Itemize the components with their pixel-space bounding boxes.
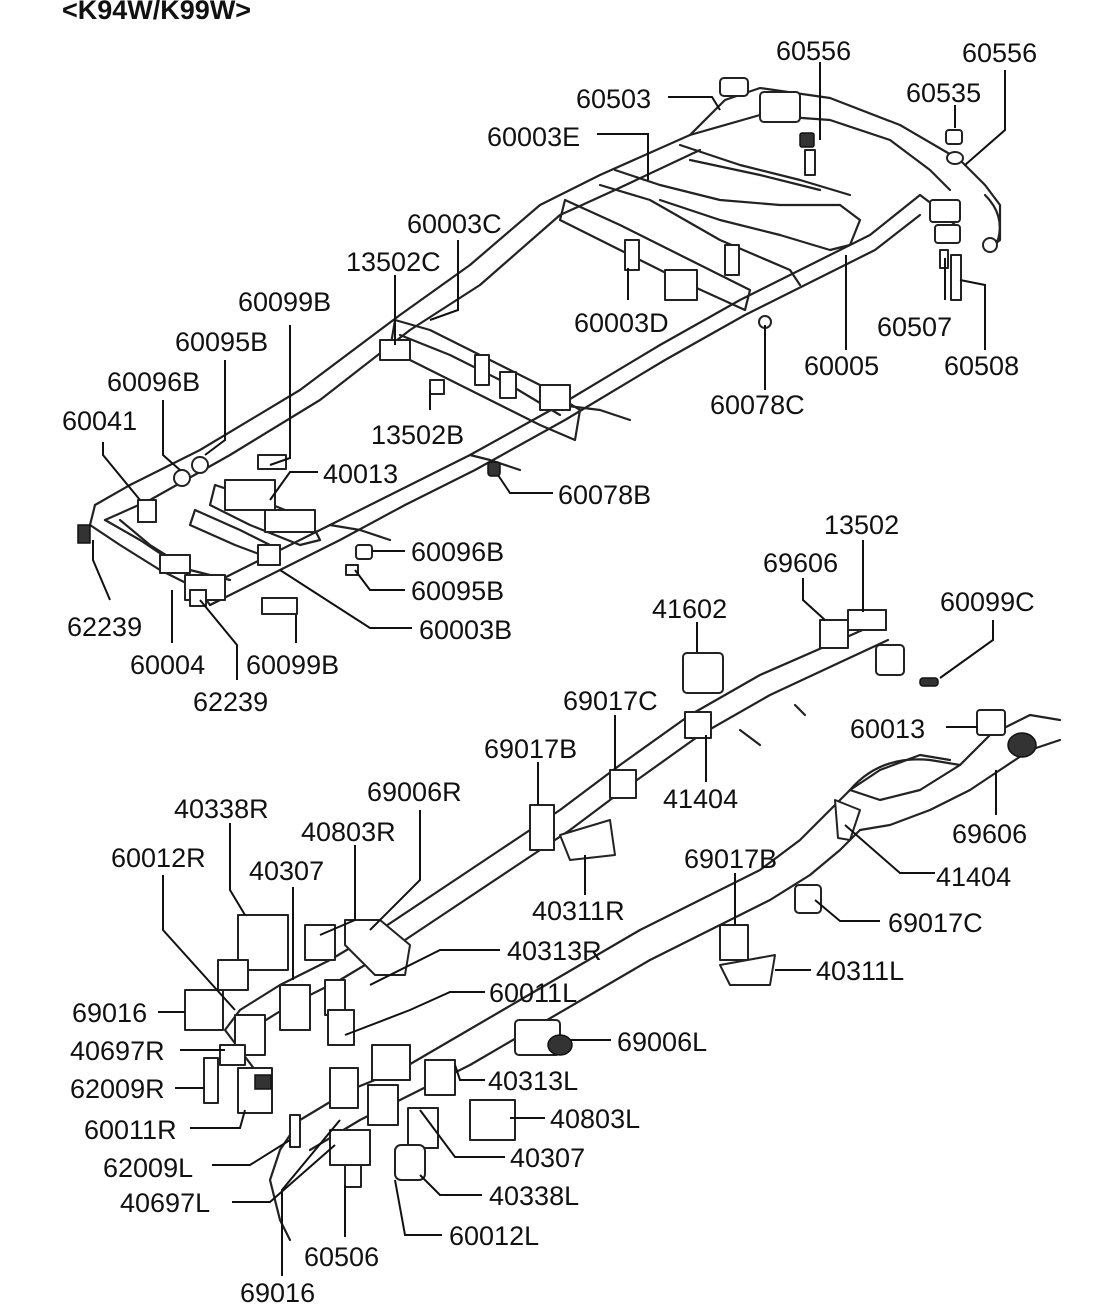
callout-label: 69606: [763, 548, 838, 578]
callout-label: 60095B: [411, 576, 504, 606]
callout-label: 69606: [952, 819, 1027, 849]
callout-label: 60012L: [449, 1221, 539, 1251]
callout-label: 40311L: [816, 956, 904, 986]
callout-label: 60096B: [411, 537, 504, 567]
callout-label: 69017B: [484, 734, 577, 764]
callout-label: 60012R: [111, 843, 206, 873]
callout-label: 60078B: [558, 480, 651, 510]
callout-label: 41602: [652, 594, 727, 624]
callout-label: 60096B: [107, 367, 200, 397]
diagram-title: <K94W/K99W>: [62, 0, 251, 25]
callout-label: 69006R: [367, 777, 462, 807]
callout-label: 40311R: [532, 896, 625, 926]
callout-label: 60099C: [940, 587, 1035, 617]
callout-label: 60013: [850, 714, 925, 744]
callout-label: 40697L: [120, 1188, 210, 1218]
callout-label: 60003C: [407, 209, 502, 239]
callout-label: 40697R: [70, 1036, 165, 1066]
lower-frame-drawing: [184, 609, 1062, 1242]
callout-label: 40013: [323, 459, 398, 489]
callout-label: 60099B: [246, 650, 339, 680]
callout-label: 41404: [663, 784, 738, 814]
callout-label: 40803R: [301, 817, 396, 847]
callout-label: 60507: [877, 312, 952, 342]
callout-label: 60503: [576, 84, 651, 114]
callout-label: 60003E: [487, 122, 580, 152]
callout-label: 60003B: [419, 615, 512, 645]
callout-label: 41404: [936, 862, 1011, 892]
callout-label: 40338R: [174, 794, 269, 824]
callout-label: 60508: [944, 351, 1019, 381]
callout-label: 69016: [240, 1278, 315, 1306]
callout-label: 13502B: [371, 420, 464, 450]
callout-label: 60004: [130, 650, 205, 680]
callout-label: 62239: [193, 687, 268, 717]
callout-label: 60535: [906, 78, 981, 108]
callout-label: 69006L: [617, 1027, 707, 1057]
callout-label: 60011R: [84, 1115, 177, 1145]
callout-label: 60099B: [238, 287, 331, 317]
callout-label: 60003D: [574, 308, 669, 338]
callout-label: 40313R: [507, 936, 602, 966]
callout-label: 40307: [510, 1143, 585, 1173]
callout-label: 60078C: [710, 390, 805, 420]
leader-lines: [92, 62, 1006, 1276]
callout-label: 62239: [67, 612, 142, 642]
callout-label: 69017C: [888, 908, 983, 938]
callout-label: 60556: [962, 38, 1037, 68]
callout-label: 60095B: [175, 327, 268, 357]
callout-label: 69016: [72, 998, 147, 1028]
callout-labels: 60556 60556 60503 60535 60003E 60003C 13…: [62, 36, 1037, 1306]
callout-label: 62009L: [103, 1153, 193, 1183]
callout-label: 40803L: [550, 1104, 640, 1134]
callout-label: 40338L: [489, 1181, 579, 1211]
callout-label: 60005: [804, 351, 879, 381]
callout-label: 60556: [776, 36, 851, 66]
upper-frame-drawing: [77, 77, 1002, 615]
callout-label: 13502C: [346, 247, 441, 277]
callout-label: 69017C: [563, 686, 658, 716]
callout-label: 60041: [62, 406, 137, 436]
callout-label: 60506: [304, 1242, 379, 1272]
callout-label: 62009R: [70, 1074, 165, 1104]
callout-label: 60011L: [489, 978, 577, 1008]
callout-label: 40313L: [488, 1066, 578, 1096]
callout-label: 40307: [249, 856, 324, 886]
callout-label: 69017B: [684, 844, 777, 874]
callout-label: 13502: [824, 510, 899, 540]
